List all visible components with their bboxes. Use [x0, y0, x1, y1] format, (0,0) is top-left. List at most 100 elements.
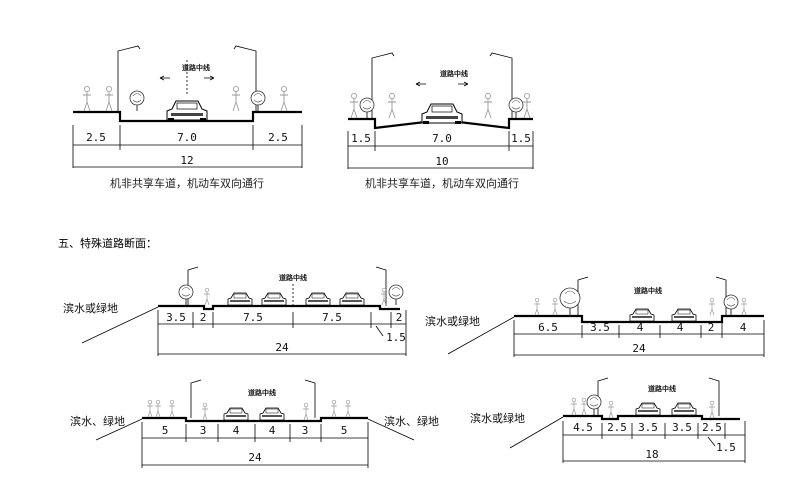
dimension-label: 4 — [233, 424, 240, 437]
dimension-label: 7.0 — [177, 131, 197, 144]
section-24-a: 滨水或绿地 道路中线 3.5 2 7.5 7.5 2 1.5 — [63, 266, 407, 356]
side-label-right: 滨水、绿地 — [384, 414, 439, 428]
direction-arrows — [159, 75, 215, 81]
total-width-label: 24 — [248, 451, 262, 464]
dimension-label: 4 — [740, 321, 747, 334]
center-line-label: 道路中线 — [634, 286, 662, 295]
car-figure — [421, 103, 463, 125]
dimension-label: 4 — [677, 321, 684, 334]
dimension-label: 7.0 — [432, 132, 452, 145]
center-line-label: 道路中线 — [279, 273, 307, 282]
dimension-lines — [72, 125, 303, 168]
car-figure — [339, 292, 365, 306]
street-lamp-right — [233, 45, 257, 112]
tree-figure — [250, 90, 266, 112]
tree-figure — [388, 284, 404, 306]
dimension-label: 6.5 — [538, 321, 558, 334]
car-figure — [223, 407, 249, 421]
center-line-label: 道路中线 — [248, 388, 276, 397]
dimension-label: 7.5 — [243, 311, 263, 324]
dimension-label: 5 — [341, 424, 348, 437]
side-label-left: 滨水、绿地 — [70, 414, 125, 428]
pedestrian-figure — [104, 85, 114, 112]
dimension-lines — [347, 131, 534, 169]
pedestrian-figure — [154, 399, 162, 418]
dimension-label: 2.5 — [268, 131, 288, 144]
dimension-label: 3 — [302, 424, 309, 437]
street-lamp-right — [708, 377, 720, 416]
tree-figure — [508, 97, 524, 119]
embankment-slope — [447, 316, 515, 355]
car-figure — [629, 308, 655, 322]
dimension-lines — [562, 421, 746, 463]
center-line-label: 道路中线 — [440, 69, 468, 78]
dimension-label: 2 — [200, 311, 207, 324]
dimension-label: 3.5 — [166, 311, 186, 324]
pedestrian-figure — [580, 397, 588, 416]
dimension-label: 3 — [200, 424, 207, 437]
street-lamp-left — [371, 52, 395, 119]
embankment-slope-left — [95, 418, 143, 441]
section-10: 道路中线 1.5 7.0 1.5 10 机非共享车道，机动车双向通行 — [347, 52, 534, 190]
dimension-label: 2 — [396, 311, 403, 324]
section-heading: 五、特殊道路断面： — [58, 236, 157, 250]
pedestrian-figure — [82, 85, 92, 112]
street-lamp-right — [715, 276, 727, 316]
embankment-slope — [509, 416, 564, 449]
tree-figure — [178, 284, 194, 306]
road-profile — [563, 414, 740, 421]
pedestrian-figure — [483, 92, 493, 119]
car-figure — [305, 292, 331, 306]
street-lamp-left — [117, 45, 141, 112]
dimension-label: 4 — [269, 424, 276, 437]
center-line-label: 道路中线 — [182, 63, 210, 72]
pedestrian-figure — [740, 297, 748, 316]
car-figure — [259, 407, 285, 421]
car-figure — [166, 100, 208, 122]
pedestrian-figure — [551, 297, 559, 316]
dimension-label: 4.5 — [573, 421, 593, 434]
dimension-lines — [141, 422, 369, 468]
pedestrian-figure — [279, 85, 289, 112]
dimension-label: 3.5 — [590, 321, 610, 334]
street-lamp-right — [489, 52, 513, 119]
car-figure — [671, 308, 697, 322]
side-label-left: 滨水或绿地 — [470, 411, 525, 425]
direction-arrows — [415, 81, 469, 87]
tree-figure — [559, 287, 581, 316]
car-figure — [227, 292, 253, 306]
dimension-label: 2.5 — [86, 131, 106, 144]
pedestrian-figure — [607, 400, 615, 419]
pedestrian-figure — [349, 92, 359, 119]
road-profile — [142, 416, 368, 423]
dimension-label: 1.5 — [386, 331, 406, 344]
section-24-b: 滨水或绿地 道路中线 6.5 3.5 4 4 — [425, 276, 765, 357]
total-width-label: 12 — [180, 154, 193, 167]
side-label-left: 滨水或绿地 — [63, 301, 118, 315]
car-figure — [671, 402, 697, 416]
tree-figure — [586, 394, 602, 416]
dimension-label: 2 — [708, 321, 715, 334]
pedestrian-figure — [533, 297, 541, 316]
dimension-label: 7.5 — [322, 311, 342, 324]
car-figure — [261, 292, 287, 306]
side-label-left: 滨水或绿地 — [425, 314, 480, 328]
pedestrian-figure — [201, 402, 209, 421]
total-width-label: 10 — [435, 155, 448, 168]
dimension-lines — [157, 310, 407, 356]
dimension-label: 5 — [162, 424, 169, 437]
pedestrian-figure — [302, 402, 310, 421]
dimension-label: 1.5 — [351, 132, 371, 145]
embankment-slope-right — [367, 418, 415, 441]
dimension-label: 1.5 — [716, 441, 736, 454]
dimension-lines — [513, 320, 765, 357]
pedestrian-figure — [330, 399, 338, 418]
street-lamp-left — [190, 379, 202, 418]
street-lamp-right — [304, 379, 316, 418]
dimension-label: 2.5 — [702, 421, 722, 434]
road-profile — [514, 314, 764, 324]
street-lamp-left — [597, 377, 609, 416]
pedestrian-figure — [522, 92, 532, 119]
